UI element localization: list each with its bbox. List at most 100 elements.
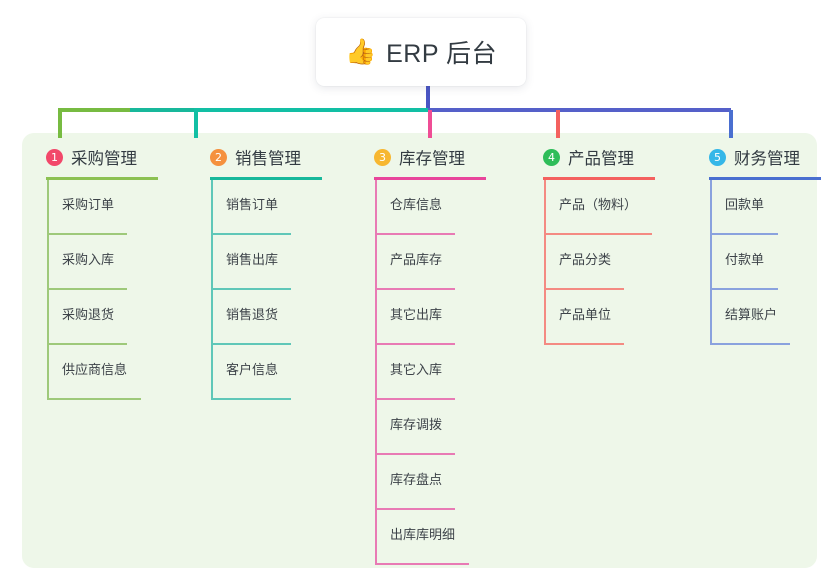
thumbs-up-icon: 👍 (344, 37, 377, 66)
item-underline (544, 233, 652, 235)
menu-item[interactable]: 销售订单 (198, 180, 358, 235)
menu-item[interactable]: 产品（物料） (531, 180, 701, 235)
number-badge-icon: 1 (46, 148, 63, 166)
menu-item[interactable]: 其它入库 (362, 345, 528, 400)
bus-segment-1 (58, 108, 130, 112)
menu-item-label: 供应商信息 (62, 362, 128, 377)
column-rule (374, 177, 486, 180)
item-spine (211, 235, 213, 290)
column-title: 产品管理 (568, 150, 634, 168)
menu-item[interactable]: 客户信息 (198, 345, 358, 400)
menu-item-label: 结算账户 (725, 307, 778, 322)
number-badge-icon: 3 (374, 148, 391, 166)
menu-item-label: 采购入库 (62, 252, 115, 267)
column-rule (46, 177, 158, 180)
item-underline (375, 563, 469, 565)
item-spine (47, 235, 49, 290)
menu-item[interactable]: 产品分类 (531, 235, 701, 290)
menu-item[interactable]: 库存调拨 (362, 400, 528, 455)
number-badge-icon: 4 (543, 148, 560, 166)
item-underline (710, 288, 778, 290)
item-spine (710, 235, 712, 290)
menu-item-label: 仓库信息 (390, 197, 443, 212)
root-trunk-line (426, 84, 430, 110)
menu-item[interactable]: 产品库存 (362, 235, 528, 290)
menu-item[interactable]: 结算账户 (697, 290, 817, 345)
menu-item[interactable]: 采购退货 (34, 290, 194, 345)
item-underline (375, 508, 455, 510)
item-spine (375, 180, 377, 235)
column-title: 销售管理 (235, 150, 301, 168)
column-1: 1 采购管理采购订单采购入库采购退货供应商信息 (34, 143, 194, 400)
item-spine (47, 345, 49, 400)
menu-item-label: 库存调拨 (390, 417, 443, 432)
menu-item[interactable]: 产品单位 (531, 290, 701, 345)
column-title: 采购管理 (71, 150, 137, 168)
menu-item-label: 销售出库 (226, 252, 279, 267)
item-underline (544, 288, 624, 290)
column-header-2[interactable]: 2 销售管理 (198, 143, 358, 171)
menu-item[interactable]: 其它出库 (362, 290, 528, 345)
item-underline (211, 343, 291, 345)
menu-item[interactable]: 出库库明细 (362, 510, 528, 565)
item-spine (211, 345, 213, 400)
column-header-1[interactable]: 1 采购管理 (34, 143, 194, 171)
menu-item-label: 其它入库 (390, 362, 443, 377)
item-spine (47, 180, 49, 235)
menu-item[interactable]: 供应商信息 (34, 345, 194, 400)
item-spine (47, 290, 49, 345)
menu-item-label: 销售订单 (226, 197, 279, 212)
menu-item-label: 其它出库 (390, 307, 443, 322)
item-underline (211, 398, 291, 400)
menu-item[interactable]: 销售退货 (198, 290, 358, 345)
menu-item[interactable]: 采购订单 (34, 180, 194, 235)
item-spine (375, 510, 377, 565)
menu-item-label: 付款单 (725, 252, 765, 267)
item-underline (47, 288, 127, 290)
item-underline (211, 288, 291, 290)
column-4: 4 产品管理产品（物料） 产品分类产品单位 (531, 143, 701, 345)
menu-item[interactable]: 回款单 (697, 180, 817, 235)
item-underline (375, 233, 455, 235)
branch-drop-2 (194, 110, 198, 138)
item-spine (544, 290, 546, 345)
menu-item[interactable]: 付款单 (697, 235, 817, 290)
menu-item-label: 产品分类 (559, 252, 612, 267)
item-spine (375, 455, 377, 510)
item-spine (375, 400, 377, 455)
menu-item-label: 回款单 (725, 197, 765, 212)
column-items: 销售订单销售出库销售退货客户信息 (198, 180, 358, 400)
menu-item-label: 出库库明细 (390, 527, 456, 542)
item-spine (375, 290, 377, 345)
branch-drop-1 (58, 110, 62, 138)
menu-item-label: 库存盘点 (390, 472, 443, 487)
menu-item-label: 销售退货 (226, 307, 279, 322)
menu-item-label: 客户信息 (226, 362, 279, 377)
menu-item[interactable]: 仓库信息 (362, 180, 528, 235)
item-underline (375, 343, 455, 345)
item-spine (710, 290, 712, 345)
menu-item[interactable]: 销售出库 (198, 235, 358, 290)
column-items: 回款单付款单结算账户 (697, 180, 817, 345)
item-underline (710, 233, 778, 235)
column-header-4[interactable]: 4 产品管理 (531, 143, 701, 171)
column-items: 产品（物料） 产品分类产品单位 (531, 180, 701, 345)
menu-item[interactable]: 库存盘点 (362, 455, 528, 510)
item-underline (375, 453, 455, 455)
number-badge-icon: 2 (210, 148, 227, 166)
number-badge-icon: 5 (709, 148, 726, 166)
item-spine (211, 290, 213, 345)
branch-drop-3 (428, 110, 432, 138)
branch-drop-4 (556, 110, 560, 138)
item-underline (47, 398, 141, 400)
root-node-title: ERP 后台 (386, 40, 498, 68)
root-node[interactable]: 👍 ERP 后台 (316, 18, 526, 86)
column-rule (543, 177, 655, 180)
menu-item[interactable]: 采购入库 (34, 235, 194, 290)
item-spine (710, 180, 712, 235)
item-underline (544, 343, 624, 345)
